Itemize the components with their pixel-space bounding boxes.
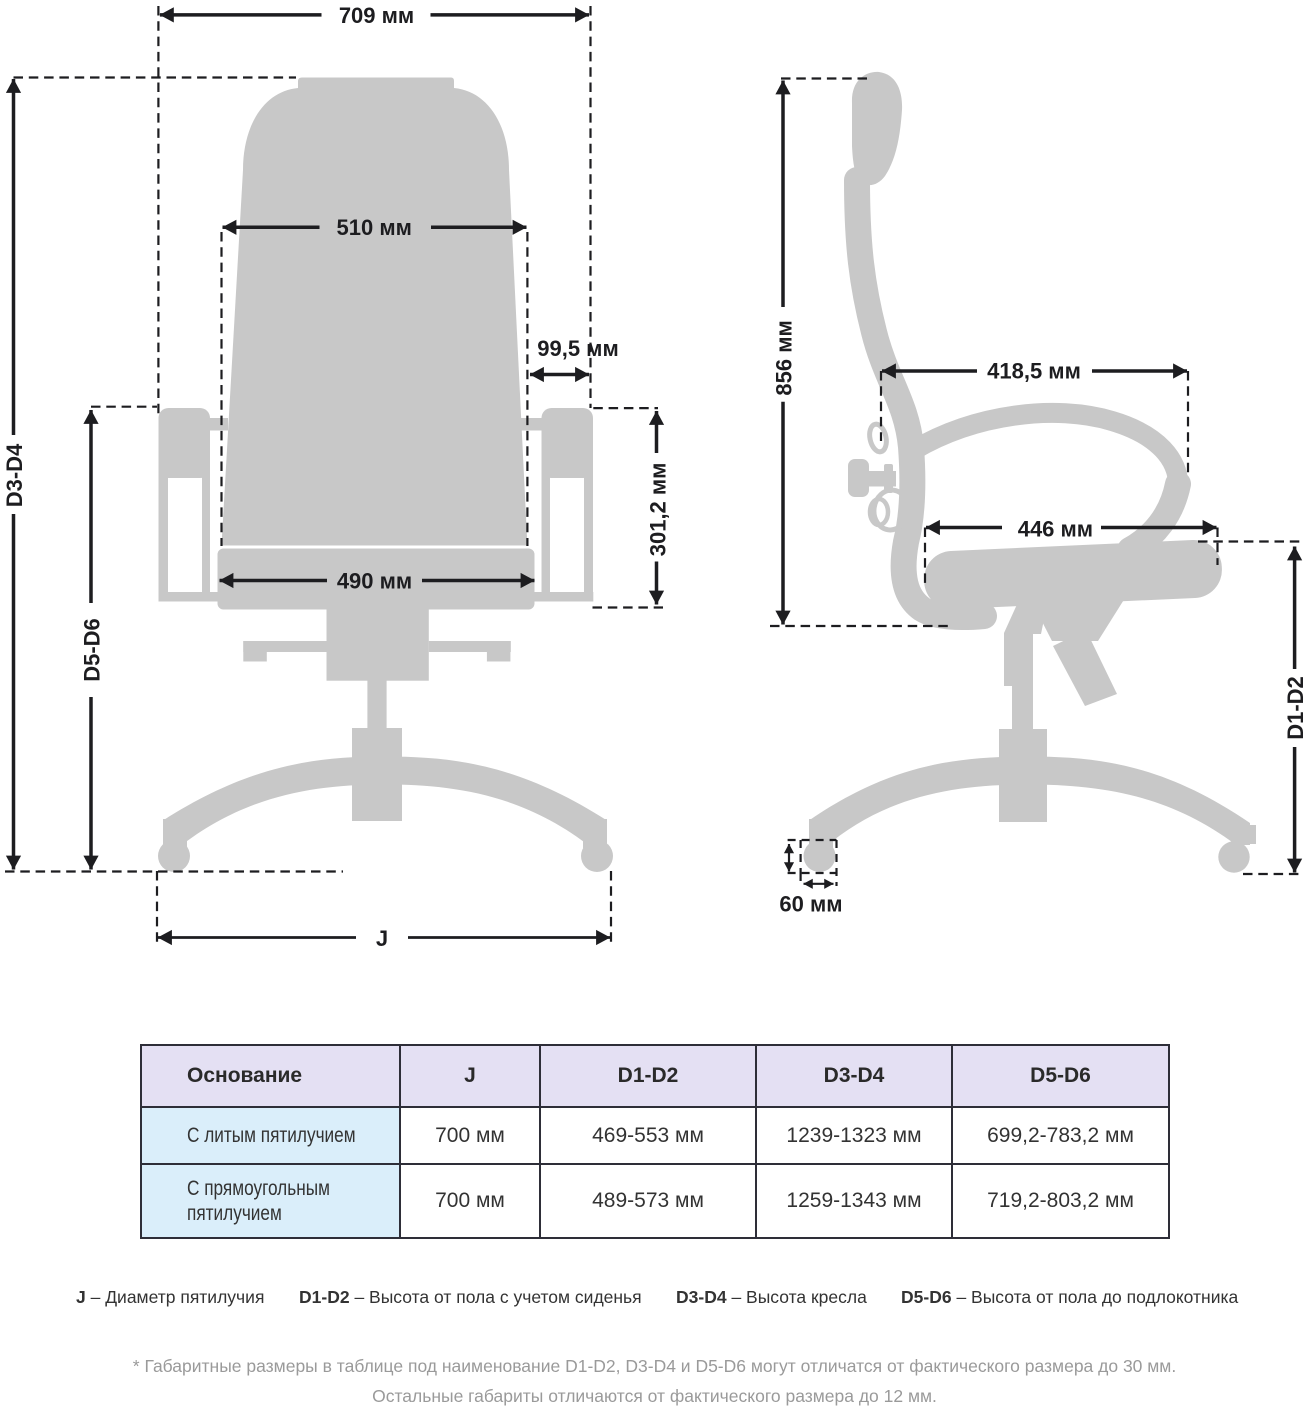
svg-text:490 мм: 490 мм xyxy=(337,568,412,593)
svg-text:D3-D4: D3-D4 xyxy=(2,443,27,507)
svg-text:D1-D2: D1-D2 xyxy=(1283,676,1308,740)
svg-text:301,2 мм: 301,2 мм xyxy=(645,463,670,557)
svg-text:60 мм: 60 мм xyxy=(779,892,842,917)
svg-text:446 мм: 446 мм xyxy=(1018,517,1093,542)
svg-text:709 мм: 709 мм xyxy=(339,3,414,28)
svg-text:D5-D6: D5-D6 xyxy=(79,618,104,682)
svg-text:418,5 мм: 418,5 мм xyxy=(987,359,1081,384)
svg-text:J: J xyxy=(376,926,388,951)
svg-text:510 мм: 510 мм xyxy=(337,215,412,240)
svg-text:856 мм: 856 мм xyxy=(772,320,797,395)
svg-text:99,5 мм: 99,5 мм xyxy=(537,336,618,361)
